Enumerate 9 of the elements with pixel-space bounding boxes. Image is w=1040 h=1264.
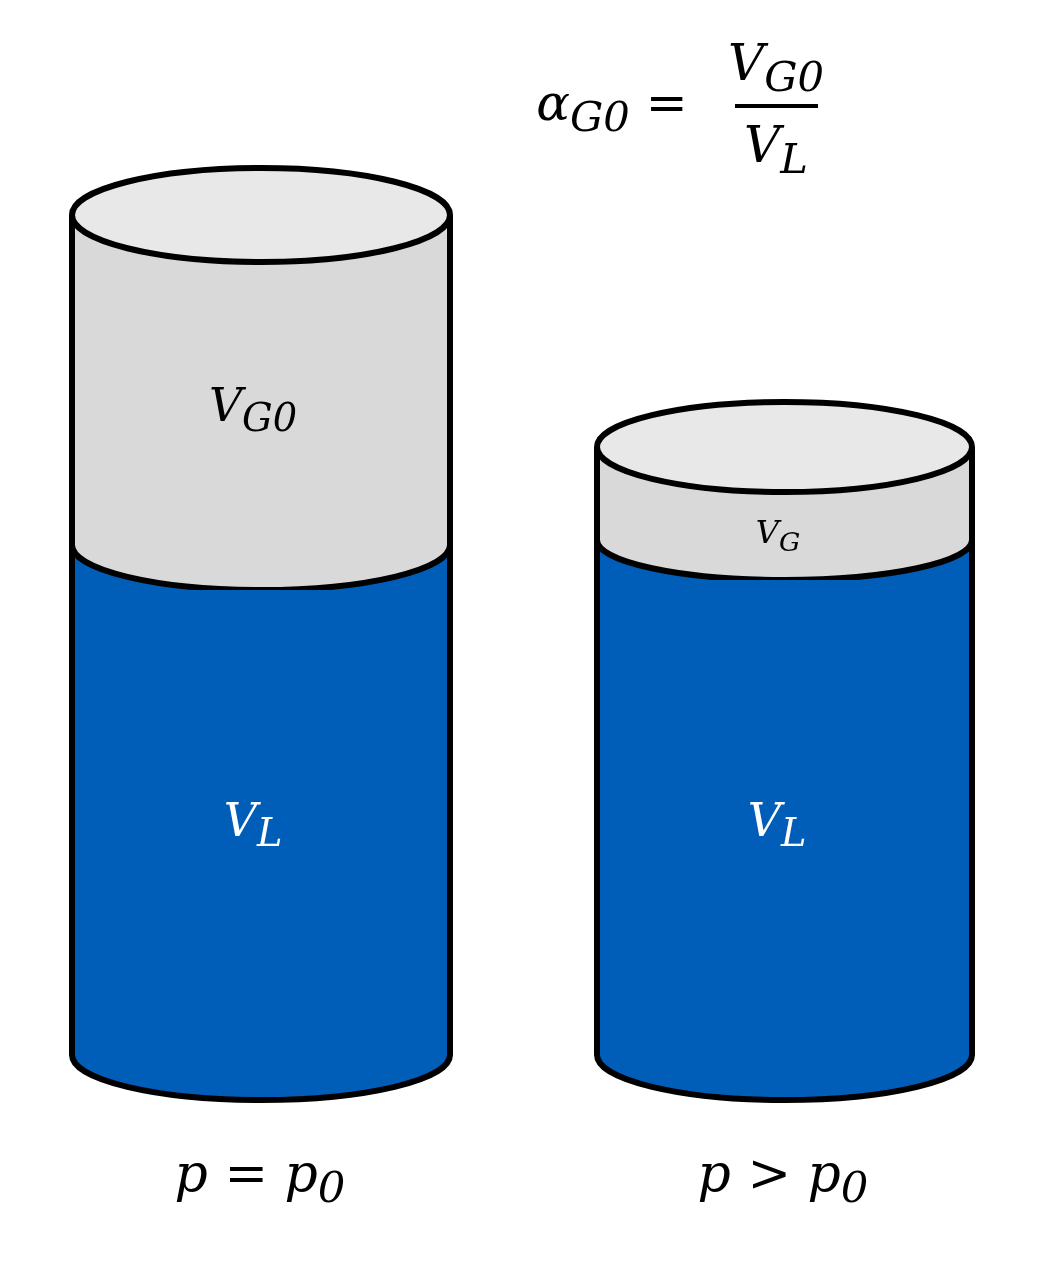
volume-label: V$_{G}$ [755,516,801,556]
volume-label: V$_{L}$ [747,797,807,853]
formula-text: α$_{G0}$ = [536,78,688,138]
volume-label: V$_{G0}$ [208,382,298,438]
pressure-condition: p > p$_{0}$ [697,1146,869,1210]
numerator: V$_{G0}$ [728,38,824,98]
pressure-condition: p = p$_{0}$ [174,1146,346,1210]
denominator: V$_{L}$ [744,120,808,180]
volume-label: V$_{L}$ [223,797,283,853]
